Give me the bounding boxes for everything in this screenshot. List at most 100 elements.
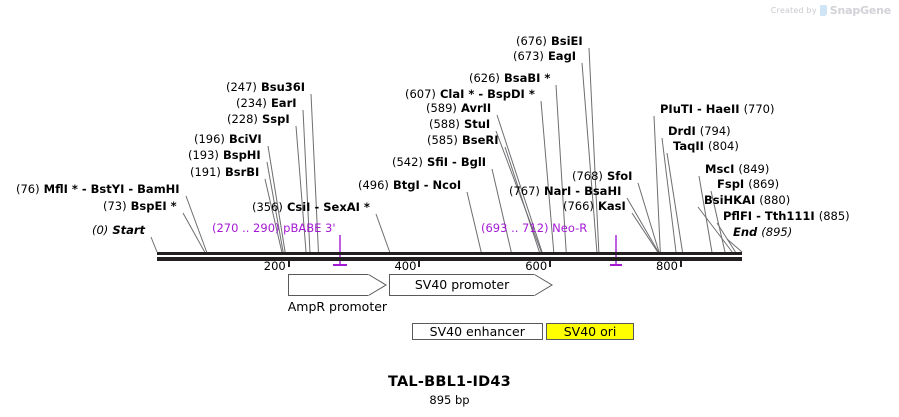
feature-arrow-body (389, 274, 536, 296)
enzyme-label[interactable]: (191) BsrBI (190, 166, 259, 179)
enzyme-position: (869) (748, 177, 780, 191)
enzyme-label[interactable]: DrdI (794) (668, 125, 731, 138)
primer-range: (693 .. 712) (481, 221, 549, 235)
enzyme-label[interactable]: (356) CsiI - SexAI * (252, 201, 370, 214)
enzyme-label[interactable]: (196) BciVI (194, 133, 262, 146)
enzyme-position: (247) (226, 80, 257, 94)
feature-arrow-head-icon (367, 274, 388, 296)
enzyme-position: (542) (392, 155, 423, 169)
enzyme-name: PflFI - Tth111I (723, 209, 815, 223)
enzyme-name: Start (112, 223, 146, 237)
sequence-backbone-bottom (157, 257, 742, 261)
enzyme-position: (768) (572, 169, 603, 183)
enzyme-name: BciVI (228, 132, 262, 146)
enzyme-label[interactable]: PflFI - Tth111I (885) (723, 210, 850, 223)
enzyme-label[interactable]: (73) BspEI * (103, 200, 177, 213)
feature-arrow[interactable]: SV40 promoter (389, 274, 554, 296)
enzyme-position: (234) (236, 96, 267, 110)
enzyme-name: BsiHKAI (704, 193, 756, 207)
sequence-length: 895 bp (429, 393, 470, 407)
ruler-tick (549, 258, 552, 267)
enzyme-position: (76) (16, 182, 40, 196)
enzyme-position: (356) (252, 200, 283, 214)
enzyme-label[interactable]: (673) EagI (513, 50, 576, 63)
ruler-tick-label: 800 (655, 259, 678, 273)
enzyme-name: SspI (261, 112, 290, 126)
enzyme-label[interactable]: (676) BsiEI (516, 35, 583, 48)
feature-label: SV40 promoter (414, 277, 510, 292)
enzyme-position: (191) (190, 165, 221, 179)
ruler-tick-label: 400 (394, 259, 417, 273)
enzyme-name: KasI (597, 199, 626, 213)
enzyme-name: DrdI (668, 124, 696, 138)
enzyme-label[interactable]: End (895) (733, 226, 792, 239)
enzyme-label[interactable]: TaqII (804) (673, 140, 739, 153)
enzyme-label[interactable]: (228) SspI (227, 113, 290, 126)
enzyme-position: (196) (194, 132, 225, 146)
enzyme-position: (0) (92, 223, 109, 237)
feature-box[interactable]: SV40 enhancer (411, 323, 543, 340)
enzyme-position: (193) (188, 148, 219, 162)
enzyme-position: (73) (103, 199, 127, 213)
enzyme-label[interactable]: (766) KasI (563, 200, 626, 213)
enzyme-position: (228) (227, 112, 258, 126)
enzyme-position: (673) (513, 49, 544, 63)
enzyme-name: BtgI - NcoI (392, 178, 462, 192)
enzyme-position: (585) (427, 133, 458, 147)
primer-bracket[interactable] (333, 264, 347, 266)
feature-arrow-body (287, 274, 370, 296)
sequence-backbone-top (157, 252, 742, 255)
enzyme-name: BsiEI (550, 34, 583, 48)
enzyme-label[interactable]: FspI (869) (717, 178, 779, 191)
enzyme-name: EarI (270, 96, 297, 110)
watermark-brand: SnapGene (829, 4, 891, 17)
enzyme-label[interactable]: (76) MflI * - BstYI - BamHI (16, 183, 180, 196)
enzyme-name: SfoI (606, 169, 633, 183)
enzyme-label[interactable]: (234) EarI (236, 97, 297, 110)
enzyme-name: BspEI * (130, 199, 177, 213)
enzyme-label[interactable]: (588) StuI (429, 118, 490, 131)
enzyme-name: AvrII (460, 101, 492, 115)
enzyme-label[interactable]: MscI (849) (705, 163, 769, 176)
enzyme-label[interactable]: (193) BspHI (188, 149, 261, 162)
feature-box[interactable]: SV40 ori (545, 323, 635, 340)
enzyme-name: End (733, 225, 758, 239)
primer-label[interactable]: (270 .. 290) pBABE 3' (212, 222, 336, 235)
enzyme-position: (766) (563, 199, 594, 213)
primer-label[interactable]: (693 .. 712) Neo-R (481, 222, 587, 235)
enzyme-position: (496) (358, 178, 389, 192)
feature-arrow[interactable] (287, 274, 388, 296)
enzyme-position: (767) (509, 184, 540, 198)
ruler-tick (287, 258, 290, 267)
enzyme-label[interactable]: BsiHKAI (880) (704, 194, 790, 207)
feature-label: AmpR promoter (287, 299, 388, 314)
enzyme-label[interactable]: (607) ClaI * - BspDI * (405, 88, 535, 101)
enzyme-name: ClaI * - BspDI * (439, 87, 535, 101)
enzyme-name: BsaBI * (503, 71, 551, 85)
enzyme-label[interactable]: (496) BtgI - NcoI (358, 179, 461, 192)
enzyme-label[interactable]: (585) BseRI (427, 134, 499, 147)
enzyme-label[interactable]: (0) Start (92, 224, 145, 237)
primer-name: pBABE 3' (283, 221, 336, 235)
enzyme-label[interactable]: (626) BsaBI * (469, 72, 550, 85)
enzyme-name: FspI (717, 177, 745, 191)
primer-bracket[interactable] (609, 264, 623, 266)
enzyme-label[interactable]: (247) Bsu36I (226, 81, 305, 94)
primer-name: Neo-R (552, 221, 588, 235)
enzyme-label[interactable]: (542) SfiI - BglI (392, 156, 486, 169)
enzyme-position: (589) (426, 101, 457, 115)
enzyme-label[interactable]: (767) NarI - BsaHI (509, 185, 621, 198)
enzyme-name: SfiI - BglI (426, 155, 487, 169)
enzyme-position: (676) (516, 34, 547, 48)
enzyme-name: MflI * - BstYI - BamHI (43, 182, 180, 196)
enzyme-position: (588) (429, 117, 460, 131)
enzyme-label[interactable]: (768) SfoI (572, 170, 632, 183)
enzyme-position: (880) (759, 193, 791, 207)
ruler-tick-label: 600 (525, 259, 548, 273)
page-title: TAL-BBL1-ID43 (388, 374, 511, 390)
enzyme-label[interactable]: (589) AvrII (426, 102, 491, 115)
enzyme-name: EagI (547, 49, 577, 63)
enzyme-position: (607) (405, 87, 436, 101)
enzyme-label[interactable]: PIuTI - HaeII (770) (660, 103, 775, 116)
enzyme-position: (770) (743, 102, 775, 116)
